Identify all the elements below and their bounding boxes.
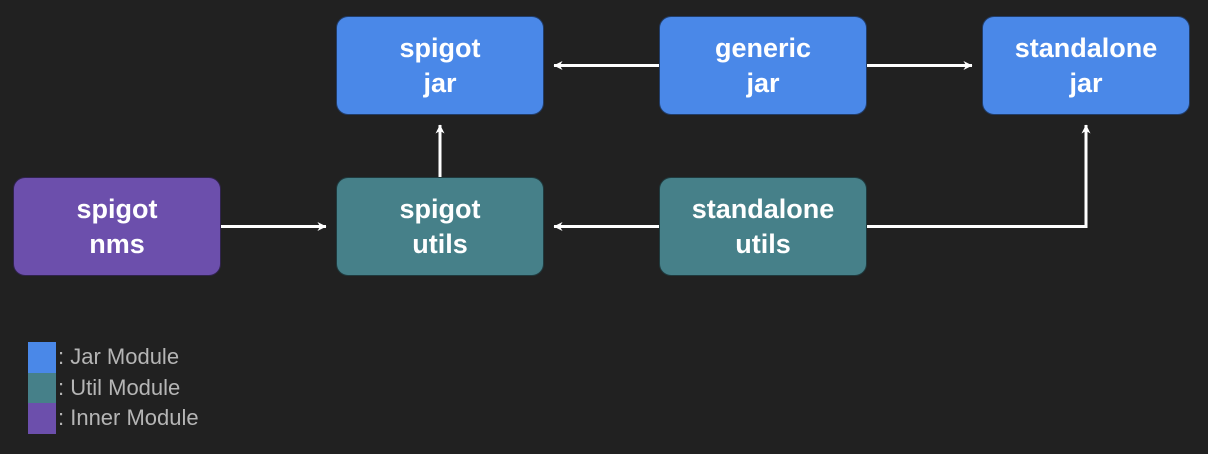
- legend-item-inner: : Inner Module: [28, 403, 199, 434]
- node-standalone-utils: standalone utils: [659, 177, 867, 276]
- node-spigot-utils: spigot utils: [336, 177, 544, 276]
- node-spigot-nms: spigot nms: [13, 177, 221, 276]
- node-label-line1: generic: [714, 32, 812, 63]
- legend-swatch-jar: [28, 342, 56, 373]
- edge-standalone-utils-to-standalone-jar: [867, 124, 1091, 228]
- node-standalone-jar: standalone jar: [982, 16, 1190, 115]
- node-label-line2: utils: [412, 228, 468, 259]
- legend-item-jar: : Jar Module: [28, 342, 199, 373]
- node-generic-jar: generic jar: [659, 16, 867, 115]
- node-label-line2: jar: [1069, 67, 1103, 98]
- node-label-line2: jar: [423, 67, 457, 98]
- node-label-line1: spigot: [399, 193, 481, 224]
- legend: : Jar Module : Util Module : Inner Modul…: [28, 342, 199, 434]
- legend-swatch-inner: [28, 403, 56, 434]
- node-label-line2: utils: [735, 228, 791, 259]
- node-label-line1: spigot: [76, 193, 158, 224]
- node-label-line1: standalone: [691, 193, 835, 224]
- legend-item-util: : Util Module: [28, 372, 199, 403]
- node-label-line1: standalone: [1014, 32, 1158, 63]
- legend-swatch-util: [28, 372, 56, 403]
- node-label-line1: spigot: [399, 32, 481, 63]
- node-spigot-jar: spigot jar: [336, 16, 544, 115]
- legend-label: : Inner Module: [58, 405, 199, 431]
- legend-label: : Util Module: [58, 374, 181, 400]
- node-label-line2: nms: [89, 228, 145, 259]
- legend-label: : Jar Module: [58, 344, 180, 370]
- node-label-line2: jar: [746, 67, 780, 98]
